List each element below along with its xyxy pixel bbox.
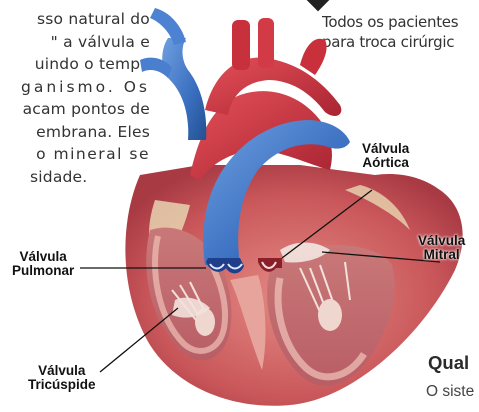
label-text: Aórtica: [362, 156, 409, 170]
label-text: Válvula: [28, 364, 96, 378]
label-text: Válvula: [362, 142, 409, 156]
label-text: Válvula: [12, 250, 74, 264]
artery-branch: [300, 39, 327, 75]
label-text: Mitral: [418, 248, 465, 262]
superior-vena-cava: [162, 38, 206, 140]
section-heading: Qual: [428, 352, 469, 374]
label-pulmonary-valve: Válvula Pulmonar: [12, 250, 74, 278]
artery-branch: [258, 18, 274, 68]
papillary-muscle: [318, 299, 342, 331]
artery-branch: [232, 20, 250, 70]
label-text: Tricúspide: [28, 378, 96, 392]
section-paragraph: O siste: [426, 383, 474, 401]
label-text: Pulmonar: [12, 264, 74, 278]
label-text: Válvula: [418, 234, 465, 248]
label-mitral-valve: Válvula Mitral: [418, 234, 465, 262]
label-aortic-valve: Válvula Aórtica: [362, 142, 409, 170]
label-tricuspid-valve: Válvula Tricúspide: [28, 364, 96, 392]
